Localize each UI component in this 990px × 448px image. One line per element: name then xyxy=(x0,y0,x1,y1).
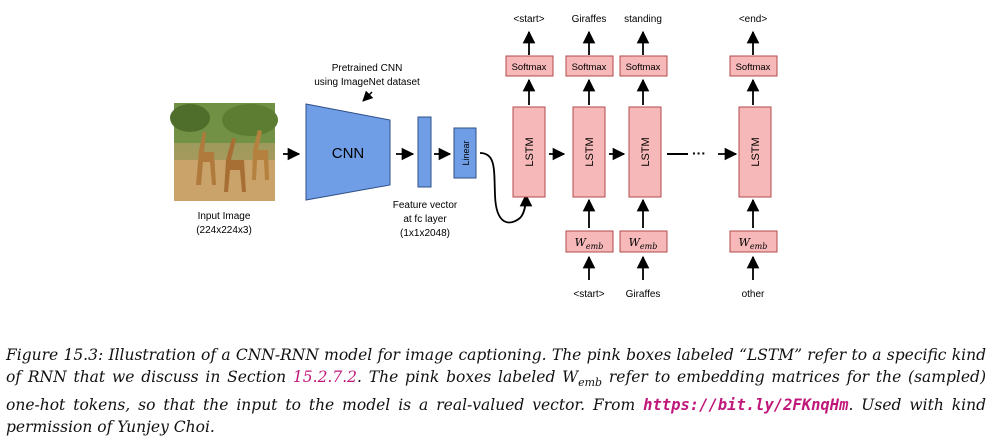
softmax-box xyxy=(729,55,778,77)
lstm-label: LSTM xyxy=(584,137,596,166)
output-token: Giraffes xyxy=(572,14,607,25)
cnn-label: CNN xyxy=(332,145,365,162)
wemb-box xyxy=(619,230,668,253)
softmax-label: Softmax xyxy=(626,62,661,73)
lstm-column-3: standing Softmax LSTM Wemb Giraffes xyxy=(619,14,668,300)
feature-vector-bar xyxy=(417,116,432,188)
input-image xyxy=(170,103,278,201)
feature-label-line2: at fc layer xyxy=(403,214,447,225)
wemb-box xyxy=(729,230,778,253)
lstm-column-1: <start> Softmax LSTM xyxy=(505,14,554,198)
input-image-label: Input Image xyxy=(198,211,251,222)
lstm-column-4: <end> Softmax LSTM Wemb other xyxy=(729,14,778,300)
wemb-label: Wemb xyxy=(575,236,604,251)
arrow-note-to-cnn xyxy=(362,90,374,102)
lstm-box xyxy=(738,106,772,198)
cnn-note-line1: Pretrained CNN xyxy=(332,63,403,74)
cnn-block xyxy=(305,103,391,201)
lstm-column-2: Giraffes Softmax LSTM Wemb <start> xyxy=(565,14,614,300)
wemb-box xyxy=(565,230,614,253)
caption-part1: Figure 15.3: Illustration of a CNN-RNN m… xyxy=(6,346,986,386)
feature-label-line1: Feature vector xyxy=(393,200,458,211)
wemb-label: Wemb xyxy=(739,236,768,251)
lstm-label: LSTM xyxy=(640,137,652,166)
lstm-box xyxy=(572,106,606,198)
caption-part4: . Used with kind permission of Yunjey Ch… xyxy=(6,396,986,437)
softmax-label: Softmax xyxy=(736,62,771,73)
caption-part3: refer to embedding matrices for the (sam… xyxy=(6,368,987,415)
input-token: other xyxy=(742,289,765,300)
lstm-box xyxy=(628,106,662,198)
input-token: Giraffes xyxy=(626,289,661,300)
linear-label: Linear xyxy=(461,140,471,165)
wemb-label: Wemb xyxy=(629,236,658,251)
softmax-label: Softmax xyxy=(512,62,547,73)
output-token: <start> xyxy=(513,14,544,25)
cnn-rnn-diagram: Input Image (224x224x3) Pretrained CNN u… xyxy=(170,14,778,300)
source-url-link[interactable]: https://bit.ly/2FKnqHm xyxy=(643,396,849,415)
cnn-note-line2: using ImageNet dataset xyxy=(314,77,420,88)
output-token: standing xyxy=(624,14,662,25)
softmax-box xyxy=(505,55,554,77)
ellipsis: ··· xyxy=(692,145,706,161)
lstm-label: LSTM xyxy=(750,137,762,166)
linear-block xyxy=(453,127,477,179)
feature-label-line3: (1x1x2048) xyxy=(400,228,450,239)
output-token: <end> xyxy=(739,14,768,25)
arrow-linear-to-lstm xyxy=(479,152,533,224)
caption-sub-emb: emb xyxy=(578,376,603,390)
lstm-box xyxy=(512,106,546,198)
input-image-size: (224x224x3) xyxy=(196,225,252,236)
caption-part2: . The pink boxes labeled W xyxy=(357,368,579,386)
softmax-label: Softmax xyxy=(572,62,607,73)
lstm-label: LSTM xyxy=(524,137,536,166)
input-token: <start> xyxy=(573,289,604,300)
softmax-box xyxy=(619,55,668,77)
section-reference-link[interactable]: 15.2.7.2 xyxy=(292,368,358,386)
figure-caption: Figure 15.3: Illustration of a CNN-RNN m… xyxy=(6,344,986,438)
softmax-box xyxy=(565,55,614,77)
